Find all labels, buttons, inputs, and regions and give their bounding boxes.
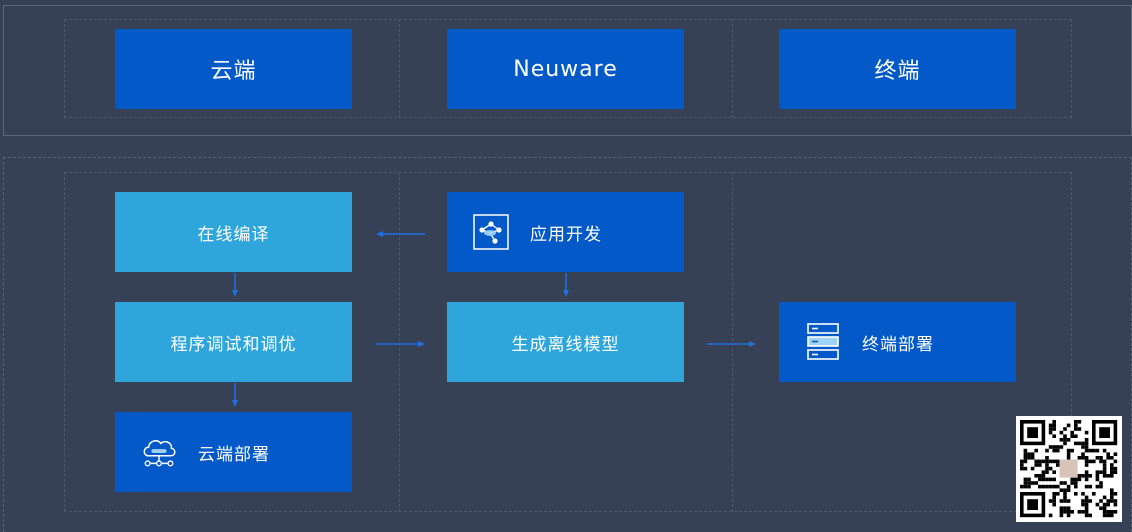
arrow-gen-offline-model-to-terminal-deploy: [707, 341, 756, 347]
arrow-online-compile-to-debug-tune: [232, 273, 238, 297]
node-gen-offline-model-label: 生成离线模型: [511, 334, 620, 355]
qr-code: [1016, 416, 1122, 522]
node-online-compile: 在线编译: [115, 192, 352, 272]
node-app-dev: 应用开发: [447, 192, 684, 272]
header-cloud: 云端: [115, 29, 352, 109]
arrow-debug-tune-to-gen-offline-model: [376, 341, 425, 347]
node-debug-tune: 程序调试和调优: [115, 302, 352, 382]
node-cloud-deploy: 云端部署: [115, 412, 352, 492]
top-column-divider: [732, 19, 733, 118]
node-terminal-deploy: 终端部署: [779, 302, 1016, 382]
header-neuware-label: Neuware: [513, 56, 618, 82]
network-nodes-icon: [472, 213, 510, 251]
server-stack-icon: [804, 323, 842, 361]
bottom-column-divider: [732, 172, 733, 512]
header-terminal: 终端: [779, 29, 1016, 109]
node-online-compile-label: 在线编译: [197, 224, 270, 245]
node-app-dev-label: 应用开发: [530, 224, 602, 245]
node-gen-offline-model: 生成离线模型: [447, 302, 684, 382]
node-cloud-deploy-label: 云端部署: [198, 444, 270, 465]
arrow-app-dev-to-gen-offline-model: [563, 273, 569, 297]
cloud-network-icon: [140, 433, 178, 471]
top-inner-frame: [64, 19, 1072, 118]
node-debug-tune-label: 程序调试和调优: [170, 334, 297, 355]
bottom-column-divider: [399, 172, 400, 512]
node-terminal-deploy-label: 终端部署: [862, 334, 934, 355]
header-terminal-label: 终端: [874, 59, 921, 84]
arrow-debug-tune-to-cloud-deploy: [232, 383, 238, 407]
top-column-divider: [399, 19, 400, 118]
header-cloud-label: 云端: [210, 59, 257, 84]
bottom-inner-frame: [64, 172, 1072, 512]
arrow-app-dev-to-online-compile: [376, 231, 425, 237]
header-neuware: Neuware: [447, 29, 684, 109]
